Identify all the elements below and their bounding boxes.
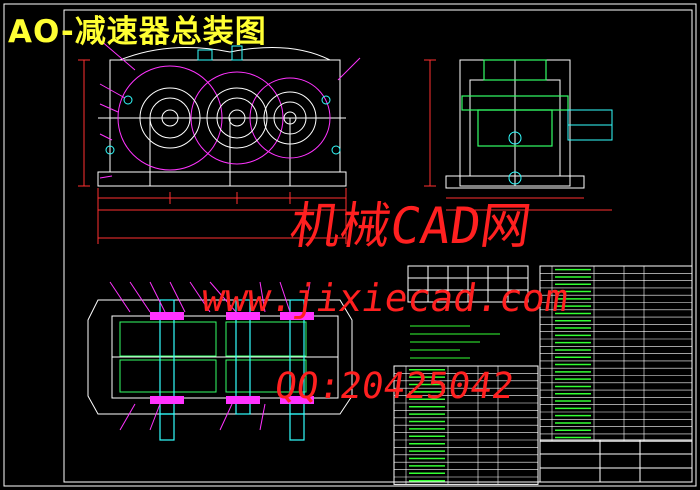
drawing-frame: [3, 3, 697, 487]
tech-parameter-table: [407, 265, 529, 303]
title-block: [539, 439, 693, 483]
parts-list-right: [539, 265, 693, 442]
drawing-title: AO-减速器总装图: [8, 14, 267, 50]
technical-notes: [410, 325, 500, 359]
side-view: [424, 59, 613, 211]
watermark-site-name: 机械CAD网: [286, 197, 535, 255]
parts-list-left: [393, 365, 539, 485]
watermark-qq: QQ:20425042: [272, 366, 517, 407]
watermark-url: www.jixiecad.com: [198, 276, 572, 320]
top-view: [87, 281, 353, 441]
front-view: [78, 39, 361, 244]
